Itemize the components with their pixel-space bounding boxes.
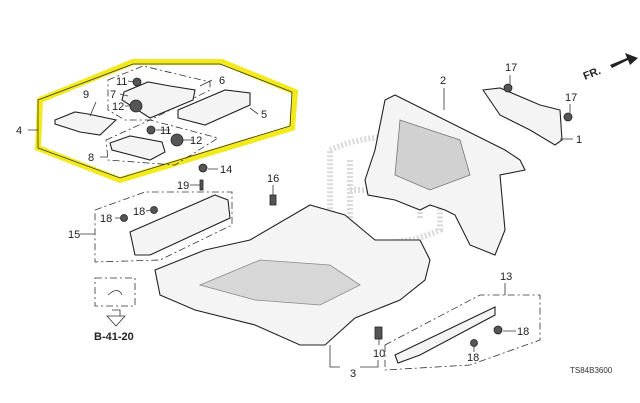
diagram-code: TS84B3600: [570, 366, 613, 375]
side-trim[interactable]: [129, 194, 231, 256]
front-passenger-mat[interactable]: [54, 111, 118, 136]
reference-arrow-icon: [106, 309, 126, 327]
clip-17-b[interactable]: [563, 112, 573, 122]
callout-17[interactable]: 17: [565, 92, 577, 104]
front-direction-indicator: [610, 53, 638, 68]
clip-14[interactable]: [198, 163, 208, 173]
callout-16[interactable]: 16: [267, 173, 279, 185]
clip-17-a[interactable]: [503, 83, 513, 93]
callout-17[interactable]: 17: [505, 62, 517, 74]
reference-link[interactable]: B-41-20: [94, 331, 134, 343]
callout-18[interactable]: 18: [133, 206, 145, 218]
callout-13[interactable]: 13: [500, 271, 512, 283]
hook-clip: [107, 290, 123, 296]
callout-2[interactable]: 2: [440, 75, 446, 87]
callout-12[interactable]: 12: [190, 135, 202, 147]
callout-12[interactable]: 12: [112, 101, 124, 113]
callout-19[interactable]: 19: [177, 180, 189, 192]
callout-3[interactable]: 3: [350, 368, 356, 380]
callout-18[interactable]: 18: [467, 352, 479, 364]
callout-4[interactable]: 4: [16, 125, 22, 137]
callout-14[interactable]: 14: [220, 164, 232, 176]
callout-10[interactable]: 10: [373, 348, 385, 360]
clip-11-lower[interactable]: [146, 125, 156, 135]
callout-11[interactable]: 11: [160, 125, 171, 137]
rear-left-mat[interactable]: [109, 135, 166, 161]
callout-5[interactable]: 5: [261, 109, 267, 121]
callout-1[interactable]: 1: [576, 134, 582, 146]
rear-mat[interactable]: [177, 89, 251, 126]
sill-trim[interactable]: [394, 306, 496, 364]
callout-8[interactable]: 8: [88, 152, 94, 164]
callout-9[interactable]: 9: [83, 89, 89, 101]
callout-7[interactable]: 7: [110, 89, 116, 101]
callout-11[interactable]: 11: [116, 76, 127, 88]
side-insulator[interactable]: [482, 87, 563, 146]
callout-15[interactable]: 15: [68, 229, 80, 241]
callout-18[interactable]: 18: [517, 326, 529, 338]
callout-6[interactable]: 6: [219, 75, 225, 87]
front-direction-label: FR.: [582, 65, 603, 83]
clip-10[interactable]: [374, 326, 383, 340]
callout-18[interactable]: 18: [100, 213, 112, 225]
